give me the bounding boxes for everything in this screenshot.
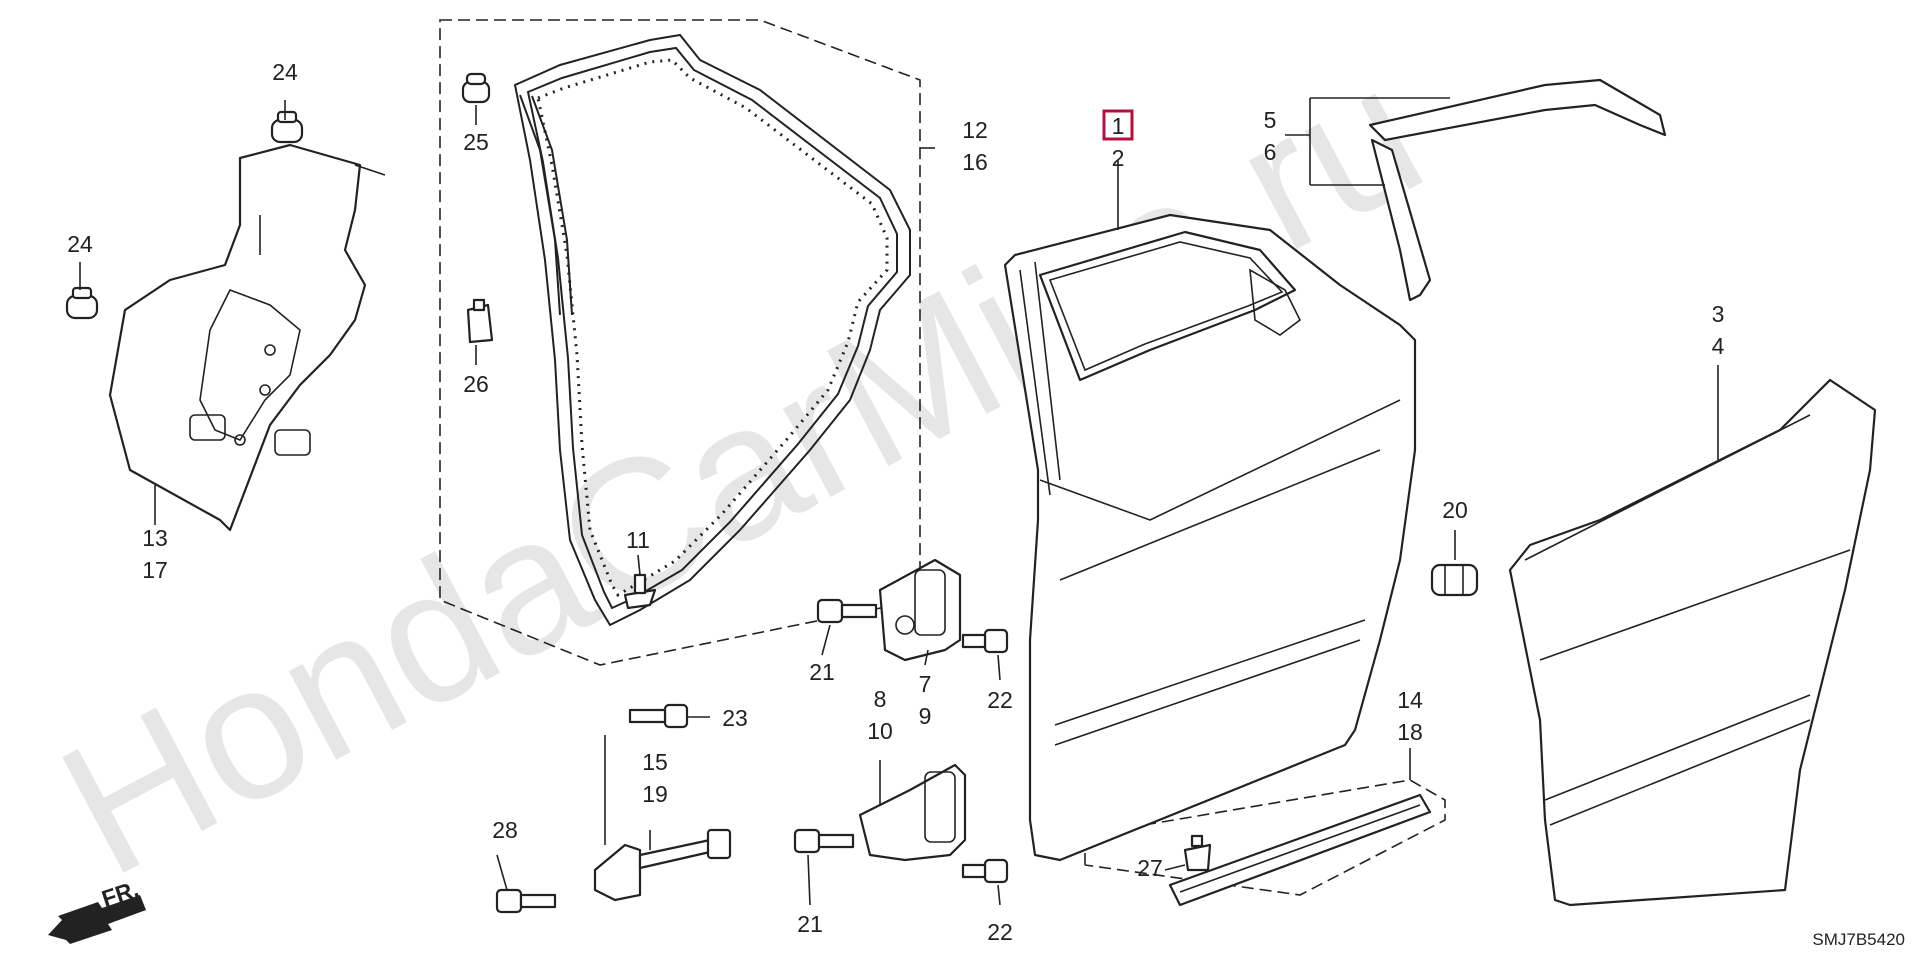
bolt-21-lower	[793, 828, 855, 854]
clip-11	[623, 573, 657, 610]
inner-cover-part	[108, 143, 367, 532]
callout-21-upper[interactable]: 21	[809, 659, 835, 685]
leader-lines	[79, 97, 1719, 906]
callout-27[interactable]: 27	[1137, 855, 1163, 881]
grommet-24-upper	[270, 110, 304, 144]
callout-4[interactable]: 4	[1712, 333, 1725, 359]
callout-14[interactable]: 14	[1397, 687, 1423, 713]
clip-26	[466, 298, 494, 344]
callout-22-lower[interactable]: 22	[987, 919, 1013, 945]
rocker-molding-part	[1168, 793, 1432, 907]
front-direction-indicator: FR.	[48, 876, 146, 944]
callout-26[interactable]: 26	[463, 371, 489, 397]
callout-13[interactable]: 13	[142, 525, 168, 551]
callout-16[interactable]: 16	[962, 149, 988, 175]
callout-3[interactable]: 3	[1712, 301, 1725, 327]
callout-11[interactable]: 11	[626, 527, 650, 553]
callout-9[interactable]: 9	[919, 703, 932, 729]
callout-20[interactable]: 20	[1442, 497, 1468, 523]
diagram-code: SMJ7B5420	[1812, 930, 1905, 949]
grommet-24-lower	[65, 286, 99, 320]
callout-17[interactable]: 17	[142, 557, 168, 583]
callout-12[interactable]: 12	[962, 117, 988, 143]
door-checker-part	[593, 828, 732, 902]
callout-19[interactable]: 19	[642, 781, 668, 807]
callout-24-lower[interactable]: 24	[67, 231, 93, 257]
bolt-22-upper	[961, 628, 1009, 654]
clip-25	[461, 72, 491, 104]
callout-labels: 1 2 3 4 5 6 7 8 9 10 11 12 13 14 15 16 1…	[67, 59, 1724, 945]
callout-18[interactable]: 18	[1397, 719, 1423, 745]
callout-25[interactable]: 25	[463, 129, 489, 155]
callout-24-upper[interactable]: 24	[272, 59, 298, 85]
callout-23[interactable]: 23	[722, 705, 748, 731]
callout-5[interactable]: 5	[1264, 107, 1277, 133]
sash-molding-part	[1368, 78, 1667, 302]
door-weatherstrip-part	[513, 33, 911, 627]
lower-hinge-part	[858, 763, 967, 862]
outer-panel-part	[1508, 378, 1877, 907]
callout-7[interactable]: 7	[919, 671, 932, 697]
bolt-21-upper	[816, 598, 878, 624]
upper-hinge-part	[878, 558, 962, 662]
callout-28[interactable]: 28	[492, 817, 518, 843]
rear-door-part	[1003, 213, 1417, 862]
bolt-28	[495, 888, 557, 914]
callout-15[interactable]: 15	[642, 749, 668, 775]
bolt-22-lower	[961, 858, 1009, 884]
callout-10[interactable]: 10	[867, 718, 893, 744]
grommet-20	[1430, 563, 1479, 597]
callout-22-upper[interactable]: 22	[987, 687, 1013, 713]
callout-2[interactable]: 2	[1112, 145, 1125, 171]
callout-1[interactable]: 1	[1112, 113, 1125, 139]
callout-6[interactable]: 6	[1264, 139, 1277, 165]
front-arrow-icon	[48, 895, 146, 944]
bolt-23	[628, 703, 689, 729]
callout-21-lower[interactable]: 21	[797, 911, 823, 937]
clip-27	[1183, 834, 1212, 872]
callout-8[interactable]: 8	[874, 686, 887, 712]
selected-part-highlight	[1102, 109, 1134, 141]
